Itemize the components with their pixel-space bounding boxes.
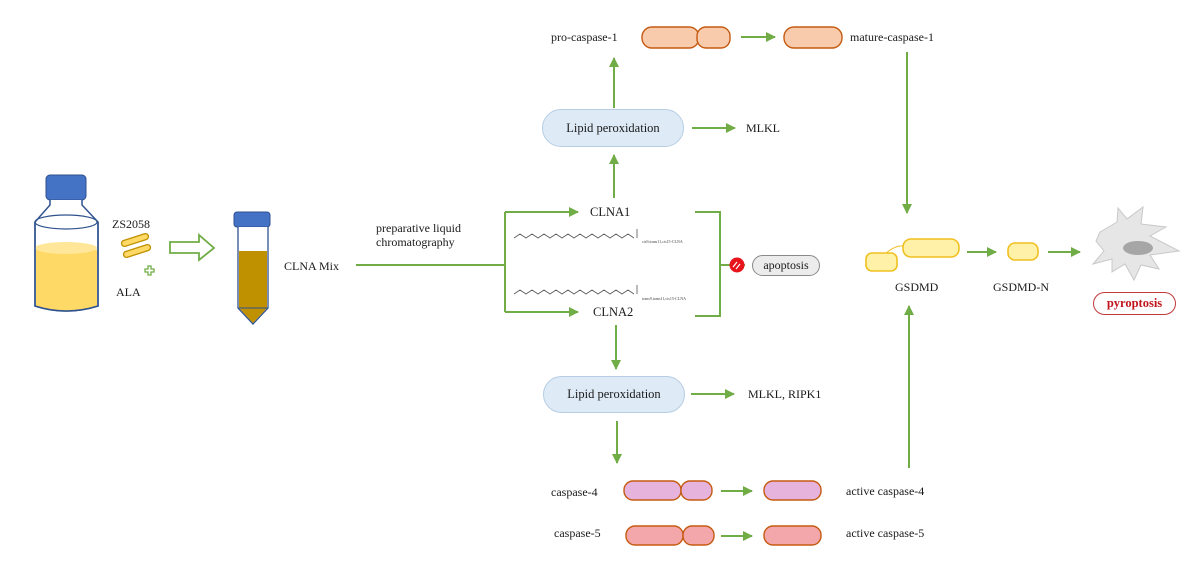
separation-method-line1: preparative liquid	[376, 221, 461, 235]
clna1-structure-icon	[513, 229, 638, 239]
separation-connector	[356, 207, 579, 317]
active-caspase-4-icon	[763, 480, 822, 501]
clna2-structure-label: trans9,trans11,cis15-CLNA	[642, 296, 687, 301]
caspase-4-label: caspase-4	[551, 485, 598, 499]
mature-caspase-1-label: mature-caspase-1	[850, 30, 934, 44]
plus-icon	[144, 265, 155, 276]
pro-caspase-1-icon	[641, 26, 731, 49]
lipid-peroxidation-lower-node: Lipid peroxidation	[543, 376, 685, 413]
culture-bottle-icon	[34, 174, 99, 312]
mature-caspase-1-icon	[783, 26, 843, 49]
clna1-structure-label: cis9,trans11,cis15-CLNA	[642, 239, 683, 244]
active-caspase-5-label: active caspase-5	[846, 526, 925, 540]
lower-pathway-arrows	[611, 305, 914, 541]
clna2-label: CLNA2	[593, 305, 634, 319]
centrifuge-tube-icon	[233, 211, 271, 325]
strain-label: ZS2058	[112, 217, 151, 231]
clna1-label: CLNA1	[590, 205, 631, 219]
gsdmd-n-icon	[1007, 242, 1039, 261]
gsdmd-icon	[865, 238, 960, 272]
pyroptosis-node: pyroptosis	[1093, 292, 1176, 315]
hollow-arrow-icon	[169, 233, 216, 262]
apoptosis-node: apoptosis	[752, 255, 820, 276]
pro-caspase-1-label: pro-caspase-1	[551, 30, 618, 44]
caspase-4-icon	[623, 480, 713, 501]
upper-pathway-arrows	[609, 32, 912, 214]
gsdmd-n-label: GSDMD-N	[993, 280, 1050, 294]
lipid-peroxidation-upper-node: Lipid peroxidation	[542, 109, 684, 147]
clna-mix-label: CLNA Mix	[284, 259, 340, 273]
clna2-structure-icon	[513, 285, 638, 295]
pyroptotic-cell-icon	[1091, 205, 1181, 282]
active-caspase-5-icon	[763, 525, 822, 546]
gsdmd-label: GSDMD	[895, 280, 939, 294]
separation-method-line2: chromatography	[376, 235, 455, 249]
inhibit-icon	[729, 257, 745, 273]
substrate-label: ALA	[116, 285, 141, 299]
caspase-5-icon	[625, 525, 715, 546]
bacteria-icon	[120, 232, 152, 259]
upper-side-product-label: MLKL	[746, 121, 780, 135]
caspase-5-label: caspase-5	[554, 526, 601, 540]
lower-side-product-label: MLKL, RIPK1	[748, 387, 822, 401]
active-caspase-4-label: active caspase-4	[846, 484, 925, 498]
